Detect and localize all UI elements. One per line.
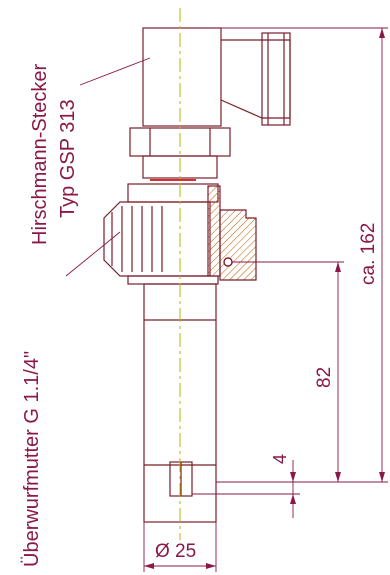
seal-o-ring — [223, 257, 233, 267]
fitting-section-upper — [207, 185, 221, 277]
union-nut-knurl — [103, 201, 211, 277]
labels: Hirschmann-Stecker Typ GSP 313 Überwurfm… — [21, 63, 379, 567]
arrow — [206, 563, 216, 569]
leader-nut — [65, 231, 121, 277]
arrow — [379, 28, 385, 38]
dim-text-tip: 4 — [270, 454, 290, 464]
connector-cable-gland — [220, 39, 291, 119]
fitting-section-nut — [219, 209, 257, 281]
label-union-nut: Überwurfmutter G 1.1/4" — [21, 351, 43, 567]
cable-gland-nut — [261, 32, 291, 126]
arrow — [290, 494, 296, 504]
arrow — [144, 563, 154, 569]
dimensions — [65, 27, 388, 572]
arrow — [290, 472, 296, 482]
union-nut-collar — [127, 183, 219, 203]
dimension-arrows — [144, 28, 385, 569]
label-connector-line2: Typ GSP 313 — [57, 99, 79, 218]
connector-housing — [142, 27, 222, 127]
section-fitting — [207, 185, 257, 281]
arrow — [335, 262, 341, 272]
leader-connector — [79, 57, 151, 86]
sensor-body — [103, 27, 291, 523]
label-connector-line1: Hirschmann-Stecker — [29, 63, 51, 245]
union-nut-lower — [127, 275, 219, 285]
dim-text-diameter: Ø 25 — [155, 541, 196, 562]
arrow — [379, 472, 385, 482]
arrow — [335, 472, 341, 482]
dim-text-seal: 82 — [314, 367, 335, 388]
dim-text-overall: ca. 162 — [358, 223, 379, 285]
